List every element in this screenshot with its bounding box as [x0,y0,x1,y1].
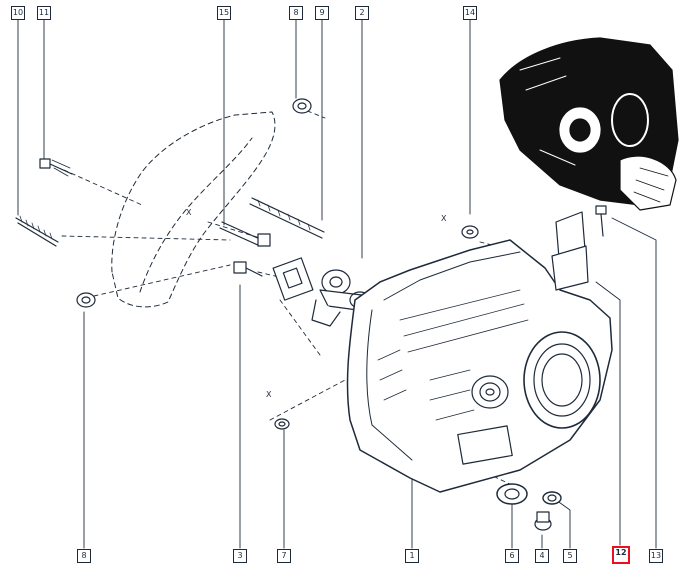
callout-13: 13 [649,549,663,563]
callout-11: 11 [37,6,51,20]
callout-9: 9 [315,6,329,20]
callout-2: 2 [355,6,369,20]
x-mark-1: X [186,208,192,217]
bolt-11 [39,158,73,177]
washer-5 [542,491,562,505]
bolt-15 [219,221,271,247]
sensor-bracket [551,205,607,291]
callout-12-highlighted[interactable]: 12 [612,546,630,564]
drain-plug-4 [534,511,552,531]
seal-ring-6 [496,483,528,505]
nut-8-top [292,98,312,114]
callout-7: 7 [277,549,291,563]
callout-1: 1 [405,549,419,563]
callout-6: 6 [505,549,519,563]
locator-thumbnail [499,37,679,211]
callout-8-top: 8 [289,6,303,20]
x-mark-3: X [266,390,272,399]
nut-7 [274,418,290,430]
callout-10: 10 [11,6,25,20]
callout-4: 4 [535,549,549,563]
nut-8-bottom [76,292,96,308]
transmission-housing [346,239,613,493]
x-mark-2: X [441,214,447,223]
stud-10 [15,215,59,247]
callout-5: 5 [563,549,577,563]
bolt-3 [233,261,263,277]
callout-3: 3 [233,549,247,563]
nut-14 [461,225,479,239]
gasket-outline [111,111,276,308]
release-bearing-assembly [272,257,373,327]
callout-14: 14 [463,6,477,20]
callout-8-bottom: 8 [77,549,91,563]
leader-lines [17,19,657,549]
stud-9 [249,197,325,239]
callout-15: 15 [217,6,231,20]
